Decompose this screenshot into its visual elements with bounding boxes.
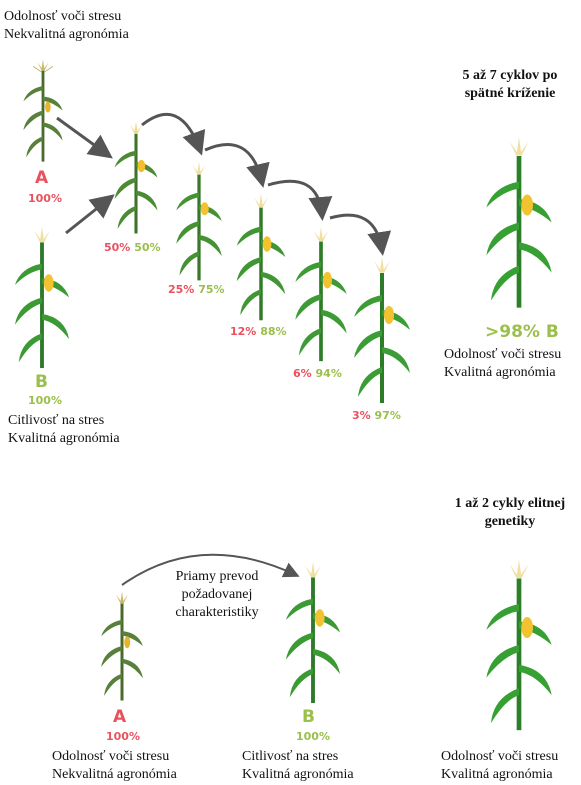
corn-plant-gen2-icon <box>176 161 222 281</box>
parent-a-caption: Odolnosť voči stresu Nekvalitná agronómi… <box>4 8 129 44</box>
parent-b-caption-line1: Citlivosť na stres <box>8 413 105 428</box>
corn-plant-bottom-result-icon <box>486 559 552 731</box>
elite-heading-line1: 1 až 2 cykly elitnej <box>454 496 566 511</box>
corn-plant-a-icon <box>23 59 63 162</box>
gen2-label: 25% 75% <box>168 283 225 296</box>
top-result-label: >98% B <box>485 322 559 342</box>
bottom-b-caption: Citlivosť na stres Kvalitná agronómia <box>242 748 354 784</box>
parent-a-letter: A <box>35 168 49 188</box>
bottom-b-caption-line2: Kvalitná agronómia <box>242 767 354 782</box>
gen1-label: 50% 50% <box>104 241 161 254</box>
bottom-result-caption-line2: Kvalitná agronómia <box>441 767 553 782</box>
backcross-heading-line1: 5 až 7 cyklov po <box>462 68 558 83</box>
backcross-heading-line2: spätné kríženie <box>464 86 556 101</box>
bottom-b-letter: B <box>302 707 315 727</box>
corn-plant-gen3-icon <box>236 193 286 321</box>
gen2-b-pct: 75% <box>198 283 225 296</box>
direct-transfer-line2: požadovanej <box>181 587 253 602</box>
arrow-gen4-to-gen5 <box>329 213 392 256</box>
gen1-b-pct: 50% <box>134 241 161 254</box>
gen4-label: 6% 94% <box>293 367 342 380</box>
corn-plant-gen5-icon <box>354 257 410 403</box>
gen3-a-pct: 12% <box>230 325 257 338</box>
arrow-direct-transfer <box>121 553 300 586</box>
corn-plant-gen4-icon <box>295 226 347 362</box>
parent-a-pct: 100% <box>28 192 62 205</box>
bottom-b-pct: 100% <box>296 730 330 743</box>
parent-a-caption-line1: Odolnosť voči stresu <box>4 9 122 24</box>
corn-plant-b-icon <box>14 226 70 369</box>
bottom-a-caption: Odolnosť voči stresu Nekvalitná agronómi… <box>52 748 177 784</box>
gen4-b-pct: 94% <box>315 367 342 380</box>
parent-b-caption-line2: Kvalitná agronómia <box>8 431 120 446</box>
gen5-label: 3% 97% <box>352 409 401 422</box>
top-result-caption: Odolnosť voči stresu Kvalitná agronómia <box>444 346 561 382</box>
bottom-b-caption-line1: Citlivosť na stres <box>242 749 339 764</box>
elite-heading-line2: genetiky <box>484 514 536 529</box>
gen3-label: 12% 88% <box>230 325 287 338</box>
direct-transfer-line1: Priamy prevod <box>175 569 259 584</box>
corn-plant-bottom-a-icon <box>101 591 143 701</box>
bottom-result-caption-line1: Odolnosť voči stresu <box>441 749 559 764</box>
arrow-a-to-cross <box>56 116 113 159</box>
backcross-heading: 5 až 7 cyklov po spätné kríženie <box>440 67 580 103</box>
direct-transfer-line3: charakteristiky <box>175 605 259 620</box>
corn-plant-gen1-icon <box>114 121 158 234</box>
corn-plant-bottom-b-icon <box>285 561 341 704</box>
gen1-a-pct: 50% <box>104 241 131 254</box>
parent-b-pct: 100% <box>28 394 62 407</box>
arrow-gen2-to-gen3 <box>204 142 270 188</box>
parent-b-caption: Citlivosť na stres Kvalitná agronómia <box>8 412 120 448</box>
bottom-a-letter: A <box>113 707 127 727</box>
parent-a-caption-line2: Nekvalitná agronómia <box>4 27 129 42</box>
parent-b-letter: B <box>35 372 48 392</box>
direct-transfer-text: Priamy prevod požadovanej charakteristik… <box>157 568 277 622</box>
top-result-caption-line1: Odolnosť voči stresu <box>444 347 562 362</box>
gen3-b-pct: 88% <box>260 325 287 338</box>
gen2-a-pct: 25% <box>168 283 195 296</box>
bottom-result-caption: Odolnosť voči stresu Kvalitná agronómia <box>441 748 558 784</box>
gen5-b-pct: 97% <box>374 409 401 422</box>
top-result-caption-line2: Kvalitná agronómia <box>444 365 556 380</box>
gen4-a-pct: 6% <box>293 367 312 380</box>
corn-plant-top-result-icon <box>486 137 552 308</box>
arrow-b-to-cross <box>65 194 115 235</box>
arrow-gen3-to-gen4 <box>267 179 333 221</box>
arrow-gen1-to-gen2 <box>141 113 206 156</box>
gen5-a-pct: 3% <box>352 409 371 422</box>
elite-heading: 1 až 2 cykly elitnej genetiky <box>440 495 580 531</box>
bottom-a-pct: 100% <box>106 730 140 743</box>
bottom-a-caption-line1: Odolnosť voči stresu <box>52 749 170 764</box>
bottom-a-caption-line2: Nekvalitná agronómia <box>52 767 177 782</box>
